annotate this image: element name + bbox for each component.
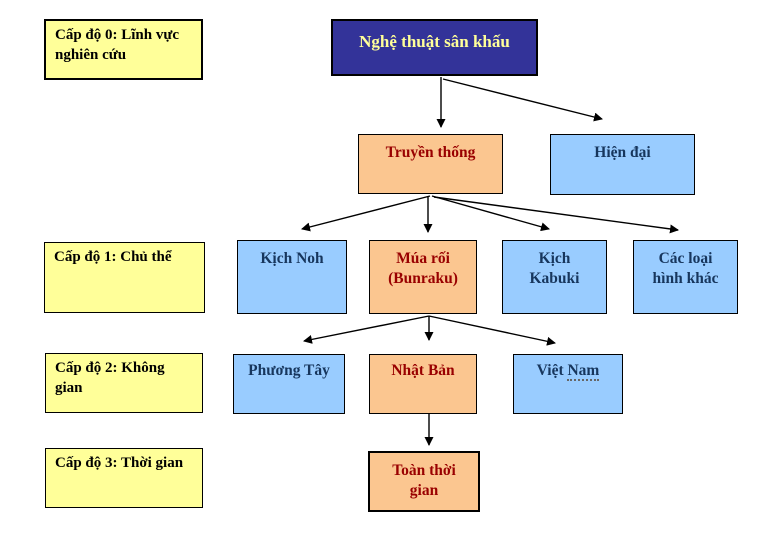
level-label-1-text: Cấp độ 1: Chủ thể xyxy=(54,249,172,265)
node-root: Nghệ thuật sân khấu xyxy=(331,19,538,76)
node-truyen-thong-label: Truyền thống xyxy=(385,144,476,161)
node-kich-kabuki-label: Kịch Kabuki xyxy=(529,250,580,288)
node-mua-roi-label: Múa rối (Bunraku) xyxy=(388,250,458,288)
node-truyen-thong: Truyền thống xyxy=(358,134,503,194)
node-mua-roi: Múa rối (Bunraku) xyxy=(369,240,477,314)
node-kich-kabuki: Kịch Kabuki xyxy=(502,240,607,314)
arrow-truyen-thong-to-kich-noh xyxy=(301,195,431,232)
level-label-3-text: Cấp độ 3: Thời gian xyxy=(55,455,184,471)
arrow-mua-roi-to-viet-nam xyxy=(428,315,556,346)
level-label-2-text: Cấp độ 2: Không gian xyxy=(55,360,165,396)
node-toan-thoi-gian: Toàn thời gian xyxy=(368,451,480,512)
node-root-label: Nghệ thuật sân khấu xyxy=(359,32,510,51)
node-phuong-tay: Phương Tây xyxy=(233,354,345,414)
node-phuong-tay-label: Phương Tây xyxy=(248,362,330,379)
node-viet-nam-label-part2: Nam xyxy=(567,362,600,381)
node-kich-noh: Kịch Noh xyxy=(237,240,347,314)
node-kich-noh-label: Kịch Noh xyxy=(260,250,324,267)
node-cac-loai-hinh-khac: Các loại hình khác xyxy=(633,240,738,314)
node-viet-nam-label-part1: Việt xyxy=(536,362,568,379)
level-label-3: Cấp độ 3: Thời gian xyxy=(45,448,203,508)
node-hien-dai-label: Hiện đại xyxy=(594,144,651,161)
node-viet-nam: Việt Nam xyxy=(513,354,623,414)
level-label-2: Cấp độ 2: Không gian xyxy=(45,353,203,413)
node-toan-thoi-gian-label: Toàn thời gian xyxy=(392,462,456,500)
arrow-truyen-thong-to-kabuki xyxy=(431,195,550,232)
node-nhat-ban: Nhật Bản xyxy=(369,354,477,414)
arrow-root-to-hien-dai xyxy=(442,78,603,122)
node-hien-dai: Hiện đại xyxy=(550,134,695,195)
node-nhat-ban-label: Nhật Bản xyxy=(391,362,455,379)
arrow-mua-roi-to-phuong-tay xyxy=(303,315,430,344)
node-cac-loai-hinh-khac-label: Các loại hình khác xyxy=(652,250,719,288)
level-label-0-text: Cấp độ 0: Lĩnh vực nghiên cứu xyxy=(55,27,180,63)
level-label-0: Cấp độ 0: Lĩnh vực nghiên cứu xyxy=(44,19,203,80)
level-label-1: Cấp độ 1: Chủ thể xyxy=(44,242,205,313)
arrow-truyen-thong-to-khac xyxy=(433,196,679,234)
